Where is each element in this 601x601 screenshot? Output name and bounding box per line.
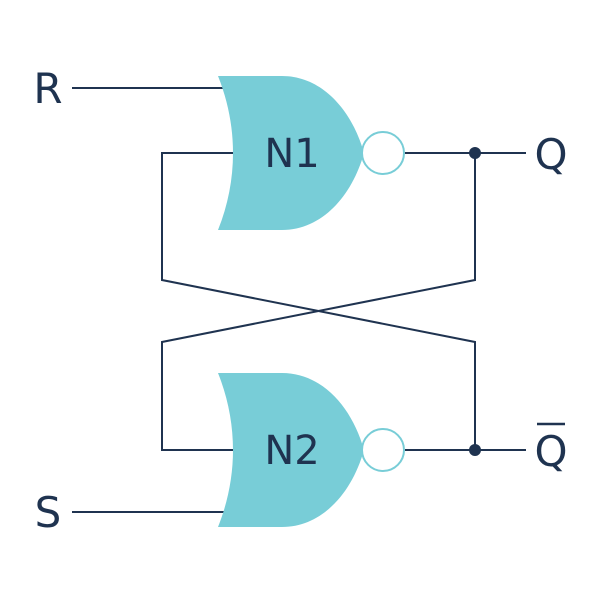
- n2-feedback-wire: [161, 153, 476, 451]
- n2-gate-body: [218, 373, 364, 527]
- n2-inverter-bubble: [361, 428, 405, 472]
- q-junction-node: [469, 147, 481, 159]
- n1-feedback-wire: [161, 152, 476, 450]
- q-bar-junction-node: [469, 444, 481, 456]
- nor-gate-n1: N1: [218, 76, 405, 230]
- q-output-label: Q: [534, 130, 567, 179]
- q-bar-output-label: Q: [534, 427, 567, 476]
- n1-gate-body: [218, 76, 364, 230]
- nor-gate-n2: N2: [218, 373, 405, 527]
- n2-label: N2: [264, 428, 319, 474]
- n1-label: N1: [264, 131, 319, 177]
- n1-inverter-bubble: [361, 131, 405, 175]
- r-input-label: R: [33, 64, 62, 113]
- s-input-label: S: [35, 488, 62, 537]
